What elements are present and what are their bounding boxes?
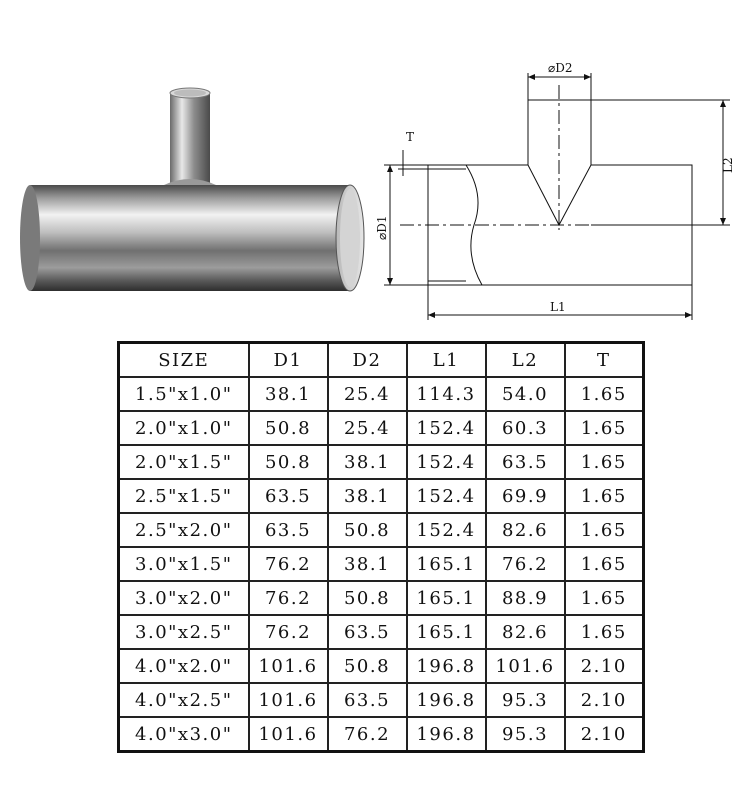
cell-d2: 25.4 [326, 410, 408, 446]
tee-dimension-drawing: ⌀D2 T L2 ⌀D1 L1 [375, 61, 735, 320]
l1-label: L1 [550, 300, 566, 314]
cell-t: 1.65 [563, 512, 645, 548]
cell-size: 2.0"x1.0" [117, 410, 250, 446]
cell-t: 2.10 [563, 648, 645, 684]
cell-d1: 76.2 [247, 580, 329, 616]
l2-label: L2 [721, 157, 735, 173]
cell-l2: 95.3 [484, 682, 566, 718]
cell-l2: 88.9 [484, 580, 566, 616]
cell-l1: 152.4 [405, 444, 487, 480]
cell-t: 1.65 [563, 376, 645, 412]
break-line [465, 164, 483, 286]
cell-t: 1.65 [563, 580, 645, 616]
cell-d1: 76.2 [247, 614, 329, 650]
cell-t: 2.10 [563, 682, 645, 718]
cell-l1: 152.4 [405, 410, 487, 446]
cell-l2: 101.6 [484, 648, 566, 684]
cell-size: 3.0"x2.5" [117, 614, 250, 650]
cell-l1: 165.1 [405, 546, 487, 582]
cell-d2: 76.2 [326, 716, 408, 753]
cell-l1: 196.8 [405, 682, 487, 718]
pipe-outline [427, 99, 693, 286]
cell-l1: 114.3 [405, 376, 487, 412]
cell-d2: 50.8 [326, 648, 408, 684]
cell-l2: 69.9 [484, 478, 566, 514]
cell-l1: 165.1 [405, 614, 487, 650]
cell-d1: 38.1 [247, 376, 329, 412]
cell-d2: 63.5 [326, 614, 408, 650]
cell-d1: 50.8 [247, 444, 329, 480]
cell-l1: 152.4 [405, 512, 487, 548]
cell-d1: 76.2 [247, 546, 329, 582]
cell-t: 1.65 [563, 478, 645, 514]
t-label: T [406, 130, 414, 144]
cell-l1: 196.8 [405, 648, 487, 684]
cell-l2: 76.2 [484, 546, 566, 582]
cell-size: 2.5"x2.0" [117, 512, 250, 548]
cell-size: 4.0"x3.0" [117, 716, 250, 753]
header-l2: L2 [484, 341, 566, 378]
header-l1: L1 [405, 341, 487, 378]
cell-l1: 152.4 [405, 478, 487, 514]
cell-d2: 38.1 [326, 546, 408, 582]
header-size: SIZE [117, 341, 250, 378]
cell-d1: 101.6 [247, 648, 329, 684]
cell-t: 1.65 [563, 546, 645, 582]
cell-d1: 50.8 [247, 410, 329, 446]
cell-size: 3.0"x1.5" [117, 546, 250, 582]
l1-dimension-line [427, 285, 693, 320]
cell-t: 1.65 [563, 410, 645, 446]
cell-t: 1.65 [563, 444, 645, 480]
cell-l2: 54.0 [484, 376, 566, 412]
d2-label: ⌀D2 [548, 61, 572, 75]
l2-dimension-line [591, 99, 730, 226]
cell-l2: 82.6 [484, 512, 566, 548]
cell-l2: 63.5 [484, 444, 566, 480]
cell-t: 2.10 [563, 716, 645, 753]
reducing-tee-photo [20, 87, 365, 292]
table-header-row: SIZE D1 D2 L1 L2 T [117, 341, 645, 378]
cell-l1: 165.1 [405, 580, 487, 616]
cell-d1: 63.5 [247, 512, 329, 548]
cell-d1: 101.6 [247, 682, 329, 718]
t-dimension-line [398, 150, 428, 176]
header-d2: D2 [326, 341, 408, 378]
header-t: T [563, 341, 645, 378]
cell-d2: 38.1 [326, 478, 408, 514]
cell-d2: 63.5 [326, 682, 408, 718]
cell-l1: 196.8 [405, 716, 487, 753]
cell-l2: 60.3 [484, 410, 566, 446]
cell-size: 2.5"x1.5" [117, 478, 250, 514]
header-d1: D1 [247, 341, 329, 378]
cell-d2: 38.1 [326, 444, 408, 480]
cell-l2: 82.6 [484, 614, 566, 650]
cell-d2: 25.4 [326, 376, 408, 412]
cell-d1: 101.6 [247, 716, 329, 753]
cell-size: 2.0"x1.5" [117, 444, 250, 480]
cell-t: 1.65 [563, 614, 645, 650]
cell-size: 3.0"x2.0" [117, 580, 250, 616]
cell-d1: 63.5 [247, 478, 329, 514]
d2-dimension-line [527, 73, 592, 100]
cell-size: 4.0"x2.0" [117, 648, 250, 684]
cell-size: 1.5"x1.0" [117, 376, 250, 412]
cell-l2: 95.3 [484, 716, 566, 753]
cell-size: 4.0"x2.5" [117, 682, 250, 718]
cell-d2: 50.8 [326, 580, 408, 616]
d1-label: ⌀D1 [375, 216, 389, 240]
cell-d2: 50.8 [326, 512, 408, 548]
